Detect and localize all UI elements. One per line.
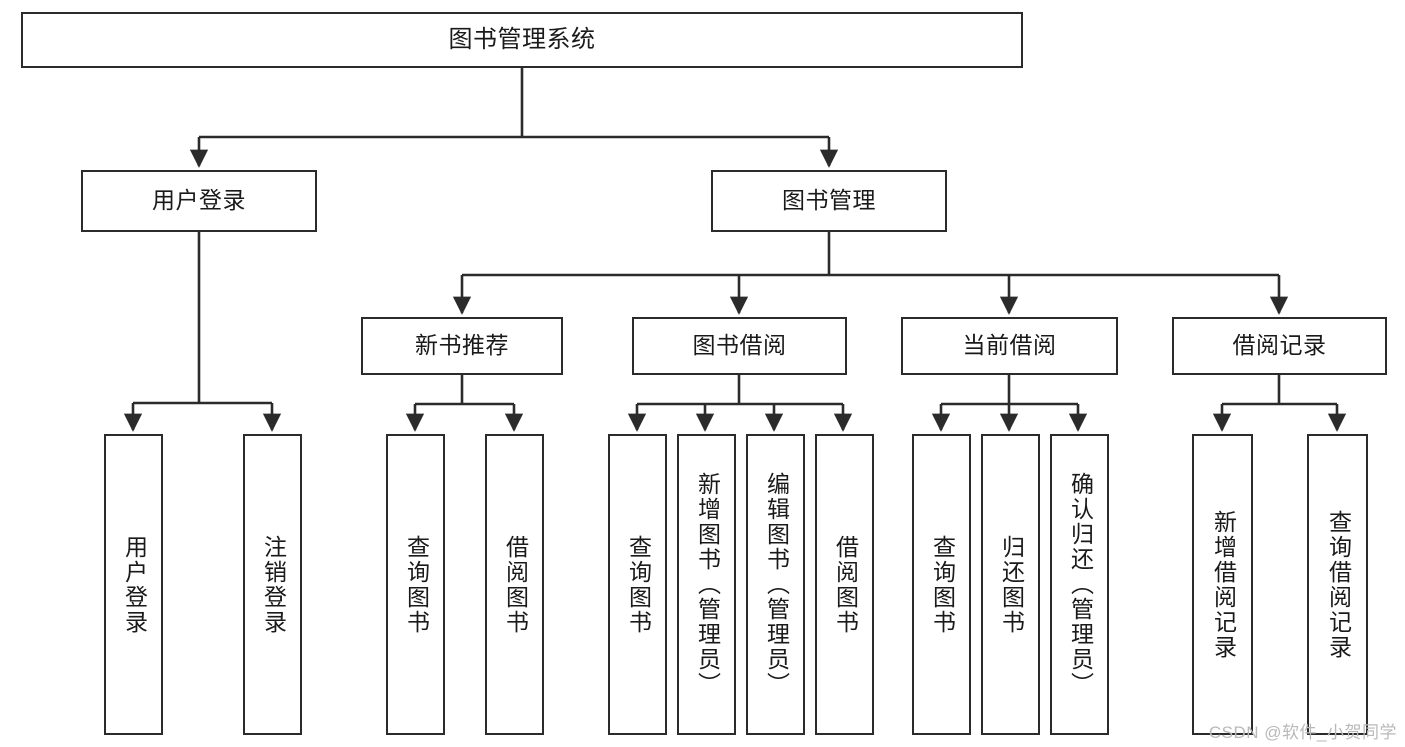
node-new-book-recommendation[interactable]: 新书推荐 xyxy=(361,317,563,375)
node-label: 新书推荐 xyxy=(415,332,509,359)
node-leaf-borrow-books-borrowing[interactable]: 借阅图书 xyxy=(815,434,874,735)
watermark-text: CSDN @软件_小贺同学 xyxy=(1208,723,1397,742)
node-label: 借阅图书 xyxy=(502,534,529,635)
node-label: 查询图书 xyxy=(403,534,430,635)
node-label: 编辑图书（管理员） xyxy=(763,472,790,697)
node-book-borrowing[interactable]: 图书借阅 xyxy=(632,317,847,375)
node-book-management[interactable]: 图书管理 xyxy=(711,170,947,232)
node-user-login[interactable]: 用户登录 xyxy=(81,170,317,232)
node-label: 确认归还（管理员） xyxy=(1067,472,1094,697)
node-root-book-management-system[interactable]: 图书管理系统 xyxy=(21,12,1023,68)
node-label: 借阅记录 xyxy=(1232,332,1327,359)
node-leaf-edit-book-admin[interactable]: 编辑图书（管理员） xyxy=(746,434,805,735)
node-label: 图书管理 xyxy=(782,187,876,214)
node-leaf-return-books[interactable]: 归还图书 xyxy=(981,434,1040,735)
node-leaf-query-books-current[interactable]: 查询图书 xyxy=(912,434,971,735)
node-label: 用户登录 xyxy=(152,187,246,214)
node-label: 归还图书 xyxy=(998,534,1025,635)
node-label: 图书借阅 xyxy=(692,332,787,359)
node-leaf-query-books-recommendation[interactable]: 查询图书 xyxy=(386,434,445,735)
node-label: 查询图书 xyxy=(929,534,956,635)
node-label: 当前借阅 xyxy=(962,332,1057,359)
node-label: 注销登录 xyxy=(260,534,287,635)
node-leaf-user-login[interactable]: 用户登录 xyxy=(104,434,163,735)
node-leaf-add-book-admin[interactable]: 新增图书（管理员） xyxy=(677,434,736,735)
node-borrowing-records[interactable]: 借阅记录 xyxy=(1172,317,1387,375)
node-leaf-add-borrowing-record[interactable]: 新增借阅记录 xyxy=(1192,434,1253,735)
node-label: 查询借阅记录 xyxy=(1325,509,1352,660)
node-label: 图书管理系统 xyxy=(448,25,596,53)
node-label: 查询图书 xyxy=(625,534,652,635)
node-leaf-borrow-books-recommendation[interactable]: 借阅图书 xyxy=(485,434,544,735)
node-leaf-query-borrowing-record[interactable]: 查询借阅记录 xyxy=(1307,434,1368,735)
node-current-borrowing[interactable]: 当前借阅 xyxy=(901,317,1118,375)
node-leaf-query-books-borrowing[interactable]: 查询图书 xyxy=(608,434,667,735)
node-leaf-logout[interactable]: 注销登录 xyxy=(243,434,302,735)
node-label: 借阅图书 xyxy=(832,534,859,635)
node-label: 新增图书（管理员） xyxy=(694,472,721,697)
node-leaf-confirm-return-admin[interactable]: 确认归还（管理员） xyxy=(1050,434,1109,735)
node-label: 新增借阅记录 xyxy=(1210,509,1237,660)
node-label: 用户登录 xyxy=(121,534,148,635)
